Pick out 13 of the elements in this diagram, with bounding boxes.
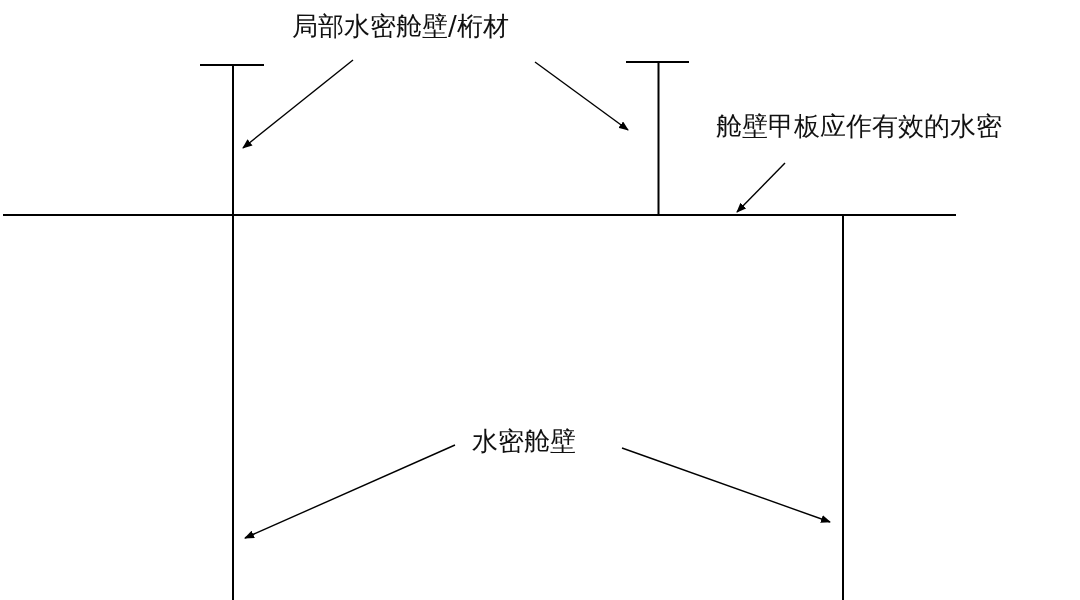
leader-line	[621, 447, 831, 523]
leader-line	[244, 444, 456, 539]
callout-text: 水密舱壁	[472, 425, 576, 457]
callout-text: 舱壁甲板应作有效的水密	[716, 110, 1002, 142]
leader-line	[242, 59, 354, 149]
bulkhead-line	[232, 216, 234, 600]
leader-line	[534, 61, 629, 131]
deck-line	[3, 214, 956, 216]
callout-text: 局部水密舱壁/桁材	[292, 10, 509, 42]
leader-line	[736, 162, 786, 213]
bulkhead-line	[842, 216, 844, 600]
short-bulkhead-drawing	[626, 61, 689, 215]
short-bulkhead-drawing	[200, 64, 264, 215]
